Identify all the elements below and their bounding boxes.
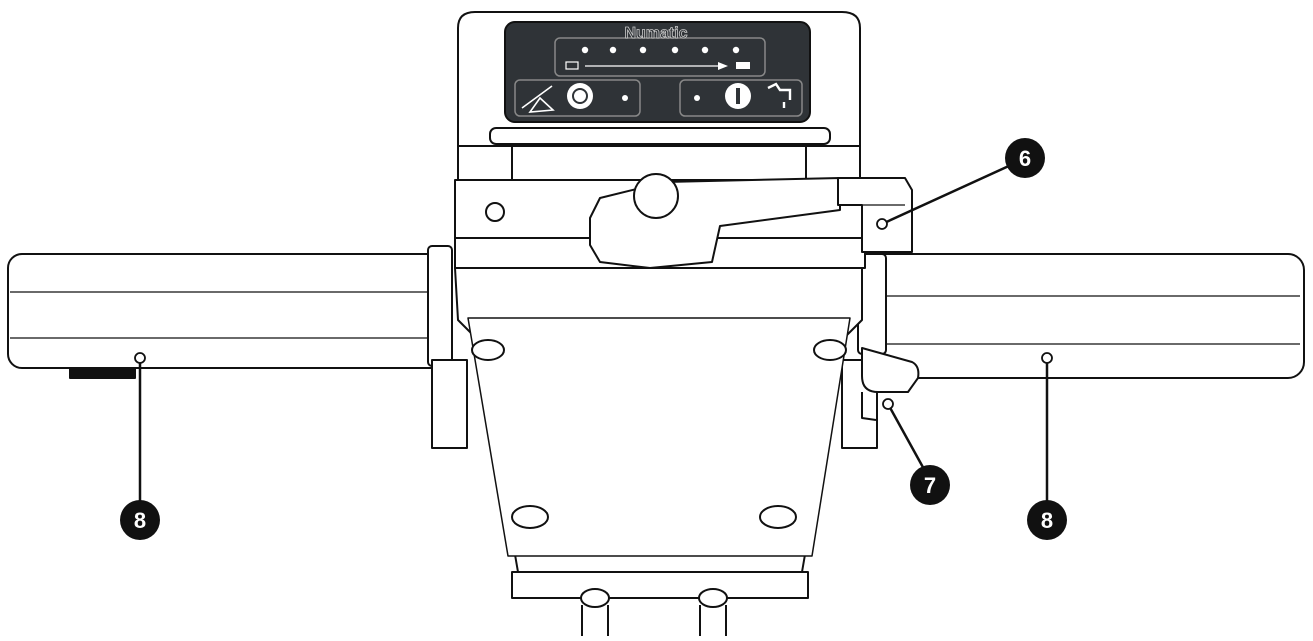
callout-badge-lever: 6 bbox=[1005, 138, 1045, 178]
callout-badge-trigger: 7 bbox=[910, 465, 950, 505]
callout-badge-handle-right: 8 bbox=[1027, 500, 1067, 540]
battery-full-icon bbox=[736, 62, 750, 69]
scrub-brush-icon bbox=[521, 85, 555, 113]
base-plate bbox=[454, 267, 863, 636]
brand-label: Numatic bbox=[624, 25, 687, 42]
battery-empty-icon bbox=[565, 61, 579, 70]
brush-rotation-button-icon bbox=[567, 83, 593, 109]
trigger bbox=[861, 347, 920, 421]
lever bbox=[589, 173, 913, 269]
left-handle-grip bbox=[7, 245, 453, 379]
callout-number: 7 bbox=[924, 473, 936, 498]
leader-lines bbox=[138, 158, 1049, 520]
callout-number: 8 bbox=[1041, 508, 1053, 533]
anchor-dots bbox=[134, 218, 1053, 410]
left-side-block bbox=[431, 359, 468, 449]
callout-badge-handle-left: 8 bbox=[120, 500, 160, 540]
water-tap-icon bbox=[767, 82, 792, 108]
right-handle-grip bbox=[857, 253, 1305, 379]
control-panel-details: Numatic bbox=[521, 25, 792, 113]
callout-number: 8 bbox=[134, 508, 146, 533]
callout-number: 6 bbox=[1019, 146, 1031, 171]
